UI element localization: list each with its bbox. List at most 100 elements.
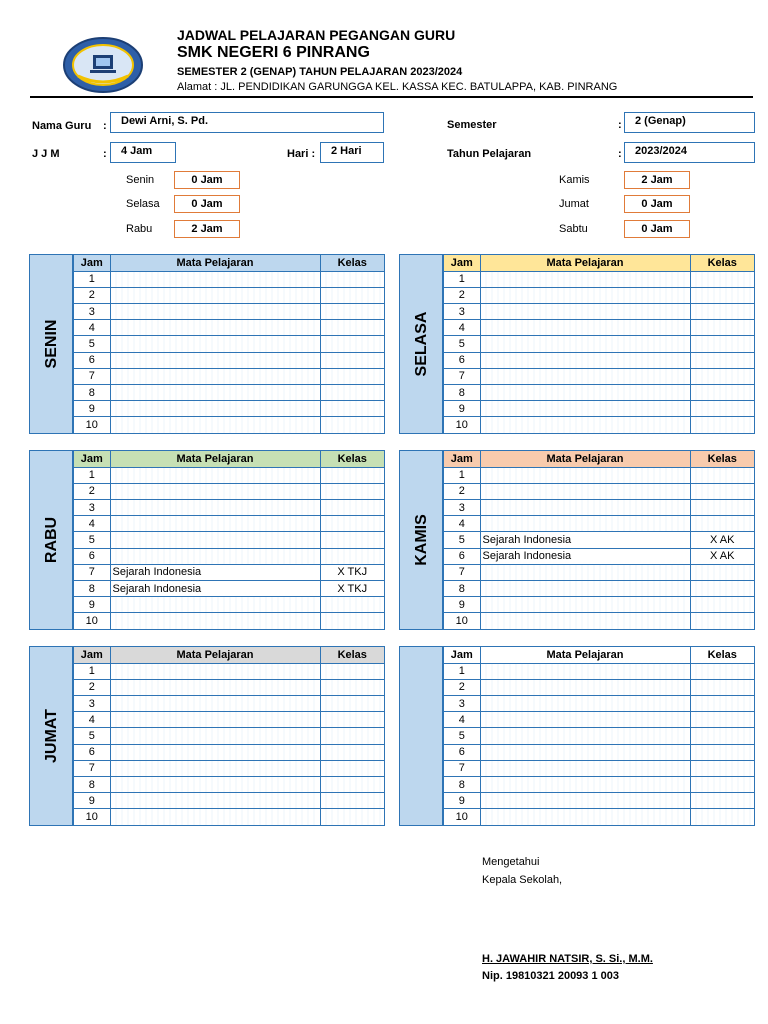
mapel-cell[interactable]: [480, 596, 691, 614]
kelas-cell[interactable]: [320, 303, 384, 321]
mapel-cell[interactable]: Sejarah Indonesia: [110, 580, 321, 598]
mapel-cell[interactable]: [110, 744, 321, 761]
mapel-cell[interactable]: [110, 679, 321, 697]
mapel-cell[interactable]: [480, 695, 691, 713]
kelas-cell[interactable]: [690, 663, 754, 680]
kelas-cell[interactable]: [320, 612, 384, 630]
hari-field[interactable]: 2 Hari: [320, 142, 384, 163]
kelas-cell[interactable]: [690, 352, 754, 369]
kelas-cell[interactable]: [690, 303, 754, 321]
kelas-cell[interactable]: [320, 319, 384, 337]
kelas-cell[interactable]: [320, 368, 384, 386]
mapel-cell[interactable]: [110, 776, 321, 794]
kelas-cell[interactable]: [320, 287, 384, 305]
mapel-cell[interactable]: [480, 776, 691, 794]
mapel-cell[interactable]: [480, 303, 691, 321]
kelas-cell[interactable]: [320, 499, 384, 517]
semester-field[interactable]: 2 (Genap): [624, 112, 755, 133]
kelas-cell[interactable]: [320, 760, 384, 778]
mapel-cell[interactable]: [480, 400, 691, 418]
kelas-cell[interactable]: [690, 384, 754, 402]
mapel-cell[interactable]: Sejarah Indonesia: [480, 531, 691, 549]
kelas-cell[interactable]: [320, 808, 384, 826]
mapel-cell[interactable]: [110, 319, 321, 337]
mapel-cell[interactable]: [110, 400, 321, 418]
kelas-cell[interactable]: [320, 416, 384, 434]
kelas-cell[interactable]: X AK: [690, 548, 754, 565]
kelas-cell[interactable]: [690, 271, 754, 288]
kelas-cell[interactable]: [320, 711, 384, 729]
mapel-cell[interactable]: [480, 287, 691, 305]
kelas-cell[interactable]: [320, 679, 384, 697]
kelas-cell[interactable]: [690, 483, 754, 501]
kelas-cell[interactable]: [320, 271, 384, 288]
kelas-cell[interactable]: [320, 596, 384, 614]
mapel-cell[interactable]: [480, 335, 691, 353]
mapel-cell[interactable]: [110, 808, 321, 826]
mapel-cell[interactable]: Sejarah Indonesia: [110, 564, 321, 582]
tahun-field[interactable]: 2023/2024: [624, 142, 755, 163]
mapel-cell[interactable]: [110, 548, 321, 565]
mapel-cell[interactable]: [480, 499, 691, 517]
mapel-cell[interactable]: [480, 467, 691, 484]
kelas-cell[interactable]: [690, 808, 754, 826]
mapel-cell[interactable]: [480, 319, 691, 337]
mapel-cell[interactable]: [480, 416, 691, 434]
mapel-cell[interactable]: [110, 792, 321, 810]
kelas-cell[interactable]: [320, 744, 384, 761]
mapel-cell[interactable]: [110, 727, 321, 745]
mapel-cell[interactable]: [480, 483, 691, 501]
kelas-cell[interactable]: [320, 483, 384, 501]
kelas-cell[interactable]: [690, 792, 754, 810]
nama-guru-field[interactable]: Dewi Arni, S. Pd.: [110, 112, 384, 133]
mapel-cell[interactable]: [480, 564, 691, 582]
kelas-cell[interactable]: [690, 612, 754, 630]
mapel-cell[interactable]: [110, 483, 321, 501]
kelas-cell[interactable]: [690, 287, 754, 305]
mapel-cell[interactable]: [480, 580, 691, 598]
kelas-cell[interactable]: [690, 335, 754, 353]
kelas-cell[interactable]: [320, 352, 384, 369]
mapel-cell[interactable]: [480, 271, 691, 288]
kelas-cell[interactable]: X TKJ: [320, 580, 384, 598]
kelas-cell[interactable]: [690, 776, 754, 794]
mapel-cell[interactable]: [480, 352, 691, 369]
mapel-cell[interactable]: [110, 499, 321, 517]
kelas-cell[interactable]: [690, 760, 754, 778]
jjm-field[interactable]: 4 Jam: [110, 142, 176, 163]
mapel-cell[interactable]: [110, 663, 321, 680]
mapel-cell[interactable]: [480, 384, 691, 402]
mapel-cell[interactable]: [110, 384, 321, 402]
kelas-cell[interactable]: [690, 679, 754, 697]
mapel-cell[interactable]: [480, 368, 691, 386]
mapel-cell[interactable]: [110, 711, 321, 729]
mapel-cell[interactable]: [480, 612, 691, 630]
mapel-cell[interactable]: [110, 515, 321, 533]
mapel-cell[interactable]: [110, 335, 321, 353]
kelas-cell[interactable]: [320, 467, 384, 484]
mapel-cell[interactable]: [480, 727, 691, 745]
mapel-cell[interactable]: [480, 792, 691, 810]
kelas-cell[interactable]: [320, 727, 384, 745]
kelas-cell[interactable]: [690, 499, 754, 517]
mapel-cell[interactable]: [110, 695, 321, 713]
kelas-cell[interactable]: [690, 580, 754, 598]
kelas-cell[interactable]: [690, 744, 754, 761]
mapel-cell[interactable]: [480, 744, 691, 761]
kelas-cell[interactable]: [690, 319, 754, 337]
kelas-cell[interactable]: [320, 400, 384, 418]
kelas-cell[interactable]: X TKJ: [320, 564, 384, 582]
mapel-cell[interactable]: [480, 663, 691, 680]
kelas-cell[interactable]: [690, 515, 754, 533]
mapel-cell[interactable]: [110, 467, 321, 484]
kelas-cell[interactable]: [690, 564, 754, 582]
mapel-cell[interactable]: [480, 808, 691, 826]
kelas-cell[interactable]: [320, 663, 384, 680]
mapel-cell[interactable]: [110, 287, 321, 305]
mapel-cell[interactable]: [480, 711, 691, 729]
kelas-cell[interactable]: [690, 596, 754, 614]
mapel-cell[interactable]: [480, 679, 691, 697]
mapel-cell[interactable]: [110, 416, 321, 434]
kelas-cell[interactable]: [690, 467, 754, 484]
mapel-cell[interactable]: [110, 368, 321, 386]
